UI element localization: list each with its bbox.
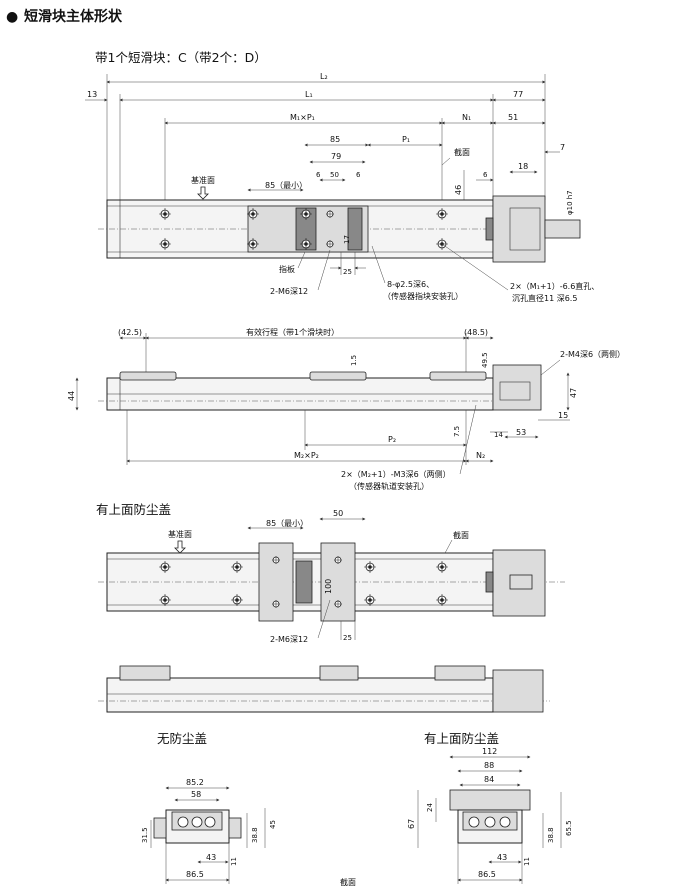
- cover-dim-50: 50: [333, 509, 343, 518]
- pin-holes-note: （传感器指块安装孔）: [383, 291, 463, 301]
- side-dim-left: (42.5): [118, 328, 142, 337]
- cover-top-view: 有上面防尘盖 85（最小） 50 截面 基准面 100 2-M6深12 25: [96, 502, 565, 713]
- bottom-section-label: 截面: [340, 877, 356, 887]
- side-view: (42.5) 有效行程（带1个滑块时） (48.5) 1.5 49.5 2-M4…: [67, 327, 625, 491]
- dim-7: 7: [560, 143, 565, 152]
- header-bullet: ●: [6, 9, 18, 25]
- dim-P1: P₁: [402, 135, 410, 144]
- dim-6c: 6: [483, 171, 488, 179]
- dim-18: 18: [518, 162, 528, 171]
- side-dim-P2: P₂: [388, 435, 396, 444]
- section-left-title: 无防尘盖: [157, 731, 207, 746]
- side-m3-label: 2×（M₂+1）-M3深6（两侧）: [341, 469, 451, 479]
- side-dim-1_5: 1.5: [350, 355, 358, 366]
- right-dim-11: 11: [523, 857, 531, 866]
- dim-M1P1: M₁×P₁: [290, 113, 315, 122]
- left-dim-85_2: 85.2: [186, 778, 204, 787]
- side-m4-label: 2-M4深6（两侧）: [560, 349, 625, 359]
- dim-50: 50: [330, 171, 339, 179]
- section-right-title: 有上面防尘盖: [424, 731, 499, 746]
- dim-46-right: 46: [454, 185, 463, 195]
- cover-side-body: [106, 677, 494, 713]
- datum-label: 基准面: [191, 175, 215, 185]
- left-dim-58: 58: [191, 790, 201, 799]
- right-dim-38_8: 38.8: [547, 827, 555, 843]
- right-dim-86_5: 86.5: [478, 870, 496, 879]
- side-dim-stroke: 有效行程（带1个滑块时）: [246, 327, 339, 337]
- top-section-label: 截面: [454, 147, 470, 157]
- side-dim-47: 47: [569, 388, 578, 398]
- cover-section-label: 截面: [453, 530, 469, 540]
- right-cover: [449, 789, 531, 811]
- side-dim-53: 53: [516, 428, 526, 437]
- motor-block-top: [492, 195, 546, 263]
- page-header: ● 短滑块主体形状: [6, 8, 123, 25]
- holes-label: 2×（M₁+1）-6.6直孔、: [510, 281, 599, 291]
- cover-dim-25: 25: [343, 634, 352, 642]
- left-dim-31_5: 31.5: [141, 827, 149, 843]
- motor-block-side: [492, 364, 542, 411]
- cover-side-motor: [492, 669, 544, 713]
- section-no-cover: 无防尘盖 85.2 58 31.5 38.8 45 43 11 86.5: [141, 731, 277, 884]
- side-dim-49_5: 49.5: [481, 352, 489, 368]
- dim-51: 51: [508, 113, 518, 122]
- right-dim-112: 112: [482, 747, 497, 756]
- cover-m6-label: 2-M6深12: [270, 635, 308, 644]
- side-m3-note: （传感器轨道安装孔）: [349, 481, 429, 491]
- side-dim-15: 15: [558, 411, 568, 420]
- cover-slider-left: [258, 542, 294, 622]
- left-dim-11: 11: [230, 857, 238, 866]
- shaft-top: [544, 219, 581, 239]
- top-view: 带1个短滑块：C（带2个：D） L₂ L₁ 13 77 M₁×P₁ N₁ 51 …: [85, 50, 599, 303]
- dim-N1: N₁: [462, 113, 471, 122]
- left-dim-38_8: 38.8: [251, 827, 259, 843]
- left-dim-45: 45: [269, 820, 277, 829]
- left-dim-86_5: 86.5: [186, 870, 204, 879]
- holes-label-2: 沉孔直径11 深6.5: [512, 293, 577, 303]
- left-dim-43: 43: [206, 853, 216, 862]
- cover-dim-100: 100: [324, 579, 333, 594]
- dim-L2: L₂: [320, 72, 328, 81]
- dim-17: 17: [343, 235, 351, 244]
- m6-label: 2-M6深12: [270, 287, 308, 296]
- dim-77: 77: [513, 90, 523, 99]
- cover-datum-arrow-icon: [174, 540, 186, 554]
- right-dim-43: 43: [497, 853, 507, 862]
- dim-85: 85: [330, 135, 340, 144]
- cover-dim-85min: 85（最小）: [266, 519, 308, 528]
- finger-plate-label: 指板: [279, 264, 295, 274]
- right-dim-88: 88: [484, 761, 494, 770]
- dim-L1: L₁: [305, 90, 313, 99]
- section-with-cover: 有上面防尘盖 112 88 84 24 67 38.8 65.5 43 11 8…: [407, 731, 573, 884]
- dim-13: 13: [87, 90, 97, 99]
- side-dim-7_5: 7.5: [453, 426, 461, 437]
- pin-holes-label: 8-φ2.5深6、: [387, 280, 434, 289]
- side-dim-N2: N₂: [476, 451, 485, 460]
- right-dim-24: 24: [426, 803, 434, 812]
- right-dim-65_5: 65.5: [565, 820, 573, 836]
- cover-datum-label: 基准面: [168, 529, 192, 539]
- side-dim-right: (48.5): [464, 328, 488, 337]
- dim-6a: 6: [316, 171, 321, 179]
- dim-85min: 85（最小）: [265, 181, 307, 190]
- datum-arrow-icon: [197, 186, 209, 200]
- cover-subtitle: 有上面防尘盖: [96, 502, 171, 517]
- dim-79: 79: [331, 152, 341, 161]
- side-dim-44: 44: [67, 391, 76, 401]
- shaft-dia: φ10 h7: [566, 190, 574, 215]
- dim-25: 25: [343, 268, 352, 276]
- side-dim-M2P2: M₂×P₂: [294, 451, 319, 460]
- page-title: 短滑块主体形状: [24, 8, 123, 25]
- side-dim-14: 14: [494, 431, 503, 439]
- right-dim-67: 67: [407, 819, 416, 829]
- dim-6b: 6: [356, 171, 361, 179]
- top-view-subtitle: 带1个短滑块：C（带2个：D）: [95, 50, 267, 65]
- right-dim-84: 84: [484, 775, 494, 784]
